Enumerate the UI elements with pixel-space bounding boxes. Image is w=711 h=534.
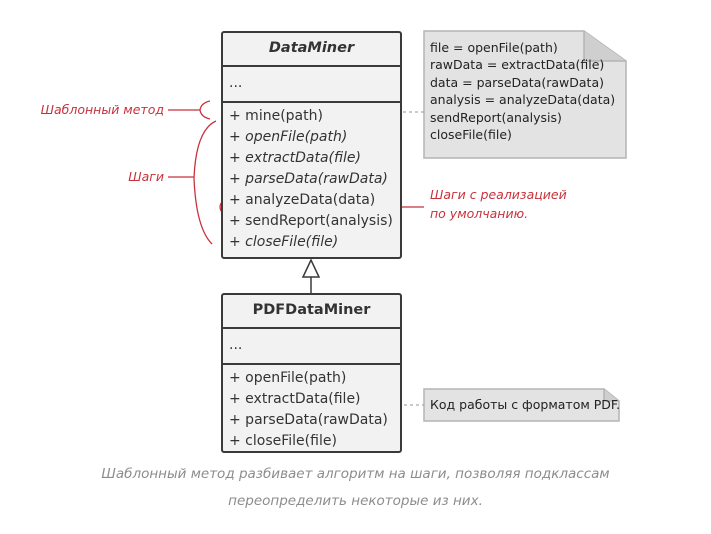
caption-line1: Шаблонный метод разбивает алгоритм на ша…	[101, 466, 610, 482]
operation-analyze-data: + analyzeData(data)	[229, 192, 376, 208]
operation-parse-data: + parseData(rawData)	[229, 412, 388, 428]
pdf-code-note	[423, 388, 620, 422]
operation-open-file: + openFile(path)	[229, 129, 348, 145]
operation-close-file: + closeFile(file)	[229, 433, 337, 449]
template-method-brace	[199, 100, 211, 120]
operation-extract-data: + extractData(file)	[229, 150, 361, 166]
default-steps-label-line2: по умолчанию.	[430, 206, 529, 221]
pdfdataminer-class[interactable]: PDFDataMiner ... + openFile(path) + extr…	[221, 293, 402, 453]
note-line: file = openFile(path)	[430, 40, 558, 55]
inheritance-arrow	[301, 258, 321, 293]
pdfdataminer-operations: + openFile(path) + extractData(file) + p…	[223, 365, 400, 452]
dataminer-attributes: ...	[223, 67, 400, 103]
note-line: data = parseData(rawData)	[430, 74, 604, 90]
operation-mine: + mine(path)	[229, 108, 323, 124]
operation-close-file: + closeFile(file)	[229, 234, 339, 250]
default-steps-label-line1: Шаги с реализацией	[430, 187, 567, 202]
operation-send-report: + sendReport(analysis)	[229, 213, 393, 229]
dataminer-operations: + mine(path) + openFile(path) + extractD…	[223, 103, 400, 253]
pdf-note-text: Код работы с форматом PDF.	[430, 396, 620, 413]
dataminer-class[interactable]: DataMiner ... + mine(path) + openFile(pa…	[221, 31, 402, 259]
note-line: sendReport(analysis)	[430, 109, 562, 125]
template-method-note-text: file = openFile(path) rawData = extractD…	[430, 39, 615, 143]
pdfdataminer-attributes: ...	[223, 329, 400, 365]
operation-extract-data: + extractData(file)	[229, 391, 361, 407]
template-method-note	[423, 30, 627, 159]
steps-brace	[193, 120, 217, 245]
template-method-label: Шаблонный метод	[40, 102, 164, 117]
steps-label: Шаги	[128, 169, 164, 184]
note-line: Код работы с форматом PDF.	[430, 397, 621, 412]
dataminer-class-name: DataMiner	[223, 33, 400, 67]
note-line: rawData = extractData(file)	[430, 57, 605, 73]
caption-line2: переопределить некоторые из них.	[228, 493, 483, 509]
operation-parse-data: + parseData(rawData)	[229, 171, 388, 187]
note-line: analysis = analyzeData(data)	[430, 92, 616, 108]
operation-open-file: + openFile(path)	[229, 370, 347, 386]
note-line: closeFile(file)	[430, 126, 512, 142]
pdfdataminer-class-name: PDFDataMiner	[223, 295, 400, 329]
